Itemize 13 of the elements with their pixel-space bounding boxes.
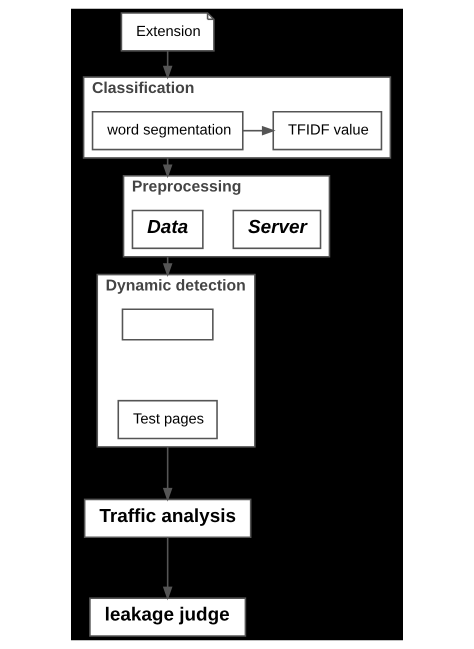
arrow bbox=[242, 126, 276, 136]
arrow bbox=[162, 256, 172, 277]
arrow bbox=[162, 51, 172, 80]
node-box: TFIDF value bbox=[272, 110, 382, 150]
node-box: leakage judge bbox=[89, 597, 246, 637]
node-box bbox=[122, 308, 214, 341]
node-box: word segmentation bbox=[92, 110, 244, 150]
arrow bbox=[162, 446, 172, 502]
node-box: Server bbox=[232, 210, 322, 250]
node-box: Data bbox=[132, 210, 204, 250]
node-box: Test pages bbox=[118, 400, 218, 440]
node-box: Traffic analysis bbox=[84, 498, 252, 538]
arrow bbox=[162, 538, 172, 600]
